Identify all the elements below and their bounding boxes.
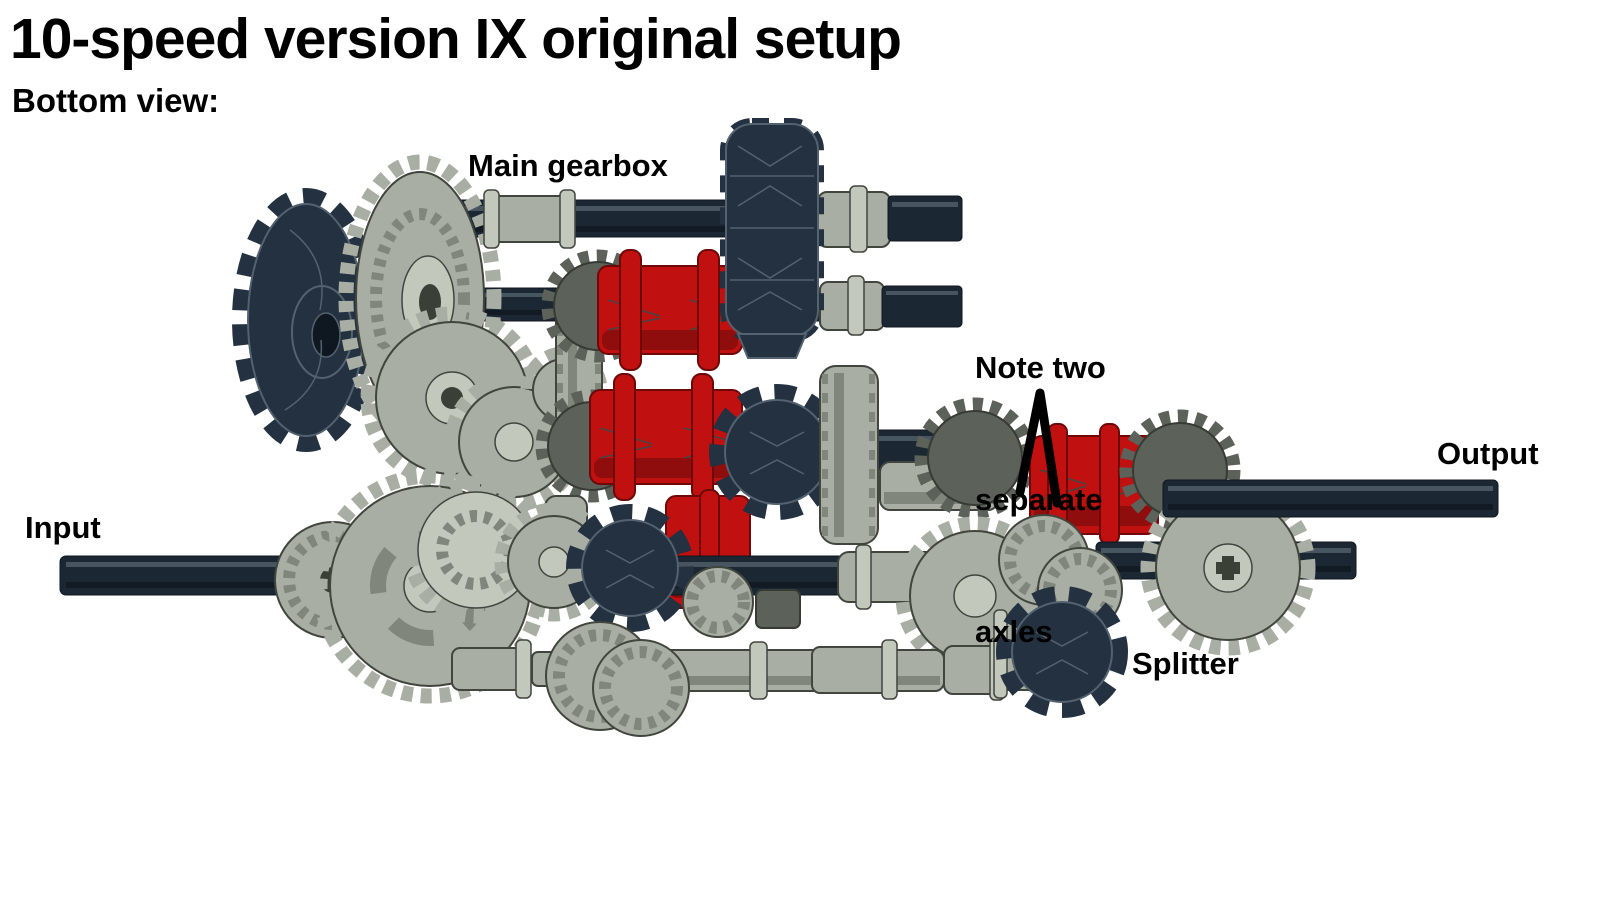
gray-bevel-small: [682, 566, 801, 638]
label-main-gearbox: Main gearbox: [468, 148, 668, 183]
gray-gear-edge-on-mid: [819, 365, 879, 545]
red-driving-ring-mid: [589, 373, 743, 501]
note-line-1: Note two: [975, 350, 1106, 385]
label-note-two-separate-axles: Note two separate axles: [975, 258, 1106, 742]
output-axle-upper: [1162, 479, 1499, 518]
note-line-3: axles: [975, 614, 1053, 649]
large-dark-gear: [232, 188, 380, 452]
red-driving-ring-top: [597, 249, 743, 371]
note-line-2: separate: [975, 482, 1103, 517]
view-subtitle: Bottom view:: [12, 82, 220, 119]
top-axle-bushings: [483, 185, 963, 336]
label-output: Output: [1437, 436, 1539, 471]
page-title: 10-speed version IX original setup: [10, 7, 902, 71]
note-arrow: [1015, 388, 1062, 508]
label-splitter: Splitter: [1132, 646, 1239, 681]
label-input: Input: [25, 510, 101, 545]
bottom-shaft: [451, 637, 1005, 701]
dark-knob-gear-input: [566, 504, 694, 632]
splitter-dark-gear: [996, 586, 1128, 718]
gray-gear-output: [1140, 480, 1316, 656]
dark-knob-gear-column: [720, 118, 824, 359]
bottom-bevel-gear-pair: [545, 621, 690, 737]
